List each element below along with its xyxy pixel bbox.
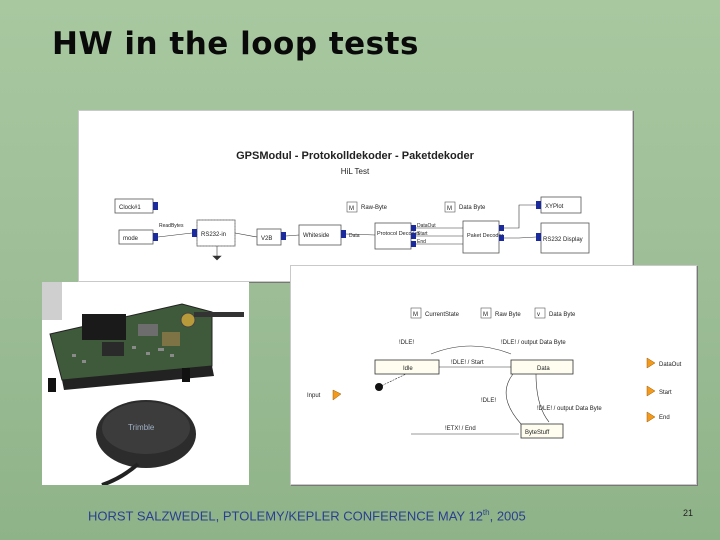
footer-sup: th (482, 508, 490, 517)
data-wire-label: Data (349, 233, 360, 239)
port-end-label: End (659, 415, 670, 421)
clock-label: Clock#1 (119, 205, 141, 211)
state-data[interactable]: Data (510, 359, 574, 375)
initial-state-marker (375, 383, 383, 391)
bitdecoder-block[interactable]: Whiteside (298, 224, 346, 246)
state-data-label: Data (537, 366, 550, 372)
display-block[interactable]: RS232 Display (536, 222, 590, 254)
packet-label: Paket Decoder (467, 233, 504, 239)
start-wire-label: Start (417, 231, 428, 237)
top-diagram: GPSModul - Protokolldekoder - Paketdekod… (114, 150, 590, 261)
xyplot-block[interactable]: XYPlot (536, 196, 582, 214)
port-input[interactable]: Input (307, 389, 342, 401)
rs232-label: RS232-in (201, 232, 226, 238)
v2b-block[interactable]: V2B (256, 228, 286, 246)
top-diagram-title: GPSModul - Protokolldekoder - Paketdekod… (236, 150, 474, 162)
rs232-block[interactable]: RS232-in (192, 219, 236, 247)
port-start-label: Start (659, 390, 672, 396)
protocol-block[interactable]: Protocol Decoder (374, 222, 420, 250)
v2b-label: V2B (261, 236, 272, 242)
dataout-wire-label: DataOut (417, 223, 436, 229)
xyplot-label: XYPlot (545, 204, 564, 210)
slide-footer: HORST SALZWEDEL, PTOLEMY/KEPLER CONFEREN… (88, 508, 526, 523)
top-diagram-panel: GPSModul - Protokolldekoder - Paketdekod… (78, 110, 633, 282)
gps-board-illustration: Trimble (42, 282, 249, 485)
m-marker: M (349, 206, 354, 212)
transition-dle-mid: !DLE! (481, 398, 496, 404)
port-end[interactable]: End (646, 411, 670, 423)
raw-byte-label: Raw-Byte (361, 205, 388, 211)
state-idle[interactable]: Idle (374, 359, 440, 375)
state-machine-diagram: M CurrentState M Raw Byte v Data Byte !D… (307, 307, 682, 439)
data-byte-param-2[interactable]: v Data Byte (534, 307, 576, 319)
trimble-brand: Trimble (128, 423, 155, 432)
footer-suffix: , 2005 (489, 508, 526, 524)
port-start[interactable]: Start (646, 385, 672, 397)
mode-label: mode (123, 236, 139, 242)
footer-prefix: HORST SALZWEDEL, PTOLEMY/KEPLER CONFEREN… (88, 508, 483, 524)
display-label: RS232 Display (543, 237, 583, 243)
transition-dle-output2: !DLE! / output Data Byte (537, 406, 602, 412)
transition-dle-output: !DLE! / output Data Byte (501, 340, 566, 346)
current-state-param[interactable]: M CurrentState (410, 307, 460, 319)
transition-dle-start: !DLE! / Start (451, 360, 484, 366)
clock-block[interactable]: Clock#1 (114, 198, 158, 214)
m-marker-4: M (483, 312, 488, 318)
page-number: 21 (683, 508, 694, 518)
v-marker: v (537, 312, 540, 318)
state-transitions (378, 345, 550, 435)
packet-block[interactable]: Paket Decoder (462, 220, 504, 254)
m-marker-2: M (447, 206, 452, 212)
raw-byte-param-2[interactable]: M Raw Byte (480, 307, 521, 319)
slide-title: HW in the loop tests (52, 26, 419, 62)
data-byte-label: Data Byte (459, 205, 486, 211)
data-byte-param[interactable]: M Data Byte (444, 201, 486, 213)
read-bytes-label: ReadBytes (159, 223, 184, 229)
protocol-label: Protocol Decoder (377, 231, 420, 237)
m-marker-3: M (413, 312, 418, 318)
port-data-out[interactable]: DataOut (646, 357, 682, 369)
transition-etx-end: !ETX! / End (445, 426, 476, 432)
mode-block[interactable]: mode (118, 229, 158, 245)
data-byte-label-2: Data Byte (549, 312, 576, 318)
hardware-photo: Trimble (42, 282, 249, 485)
port-data-out-label: DataOut (659, 362, 682, 368)
bottom-diagram-panel: M CurrentState M Raw Byte v Data Byte !D… (290, 265, 697, 485)
transition-dle-top: !DLE! (399, 340, 414, 346)
state-byte-stuff[interactable]: ByteStuff (520, 423, 564, 439)
bitdecoder-label: Whiteside (303, 233, 330, 239)
state-byte-stuff-label: ByteStuff (525, 430, 550, 436)
top-diagram-subtitle: HiL Test (341, 167, 370, 176)
raw-byte-param[interactable]: M Raw-Byte (346, 201, 388, 213)
top-wires (157, 204, 537, 261)
state-idle-label: Idle (403, 366, 413, 372)
end-wire-label: End (417, 239, 426, 245)
port-input-label: Input (307, 393, 321, 399)
current-state-label: CurrentState (425, 312, 460, 318)
raw-byte-label-2: Raw Byte (495, 312, 521, 318)
